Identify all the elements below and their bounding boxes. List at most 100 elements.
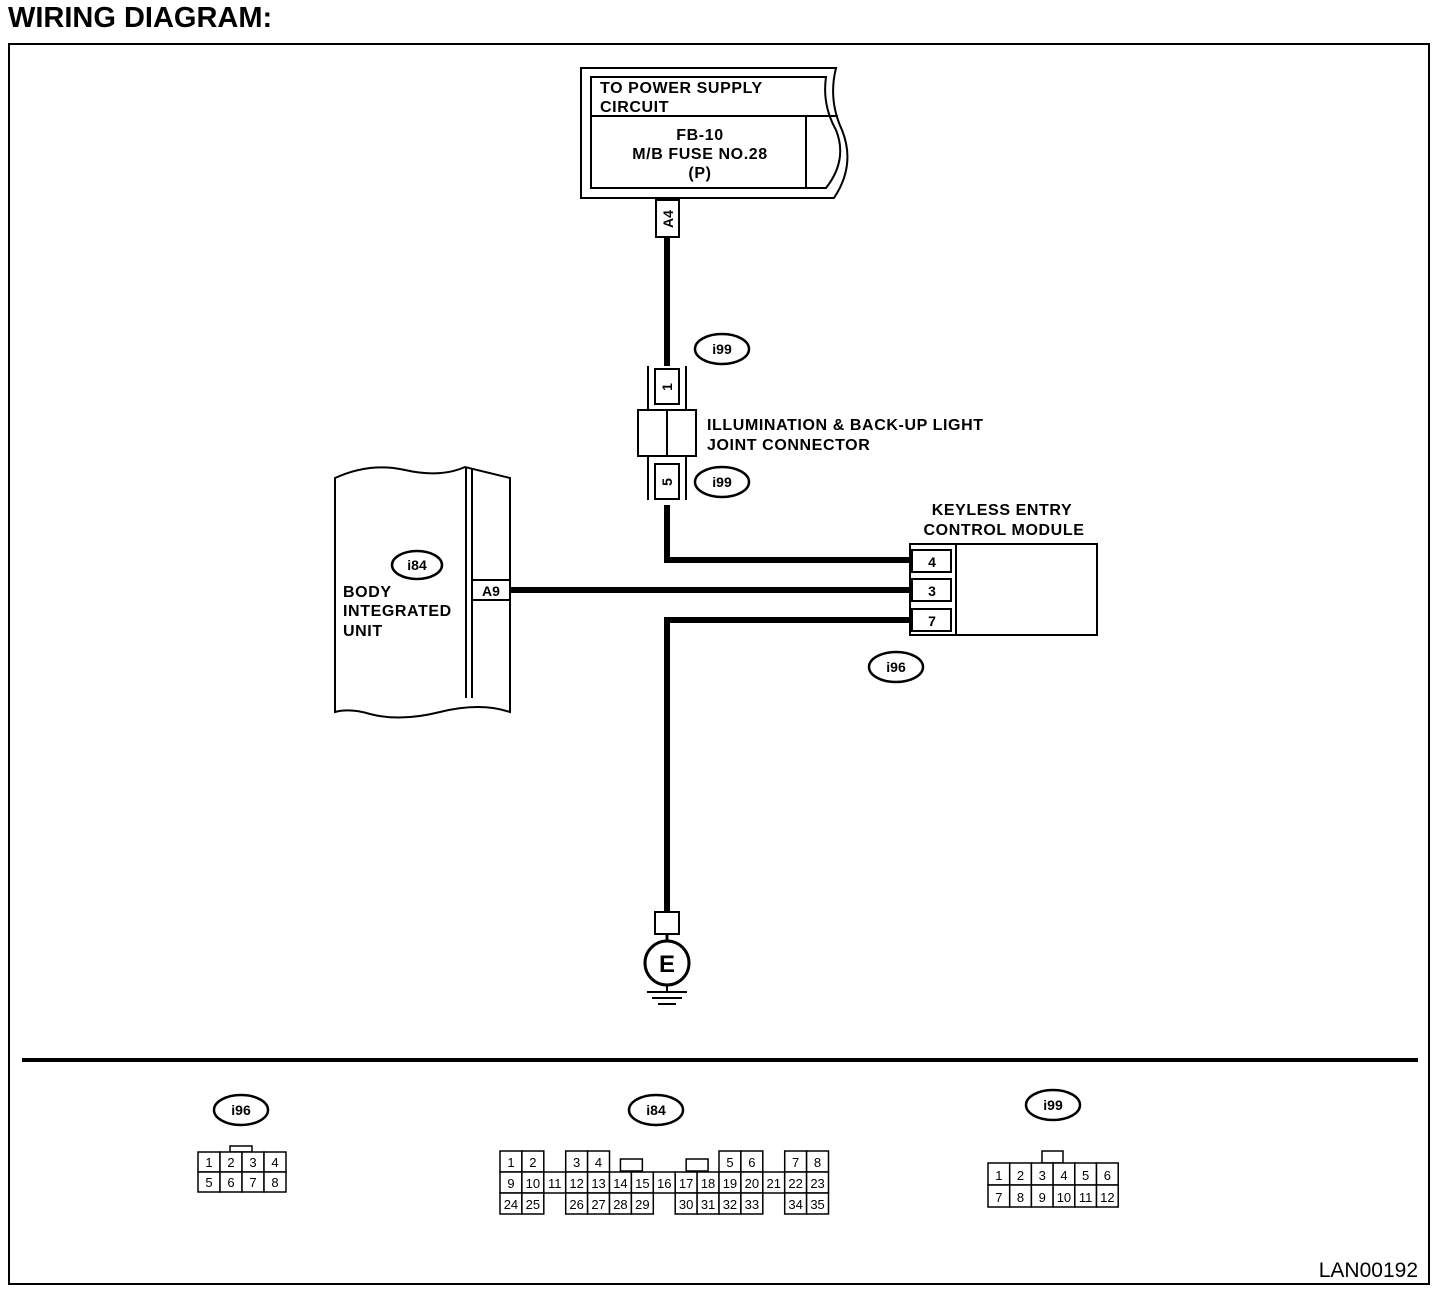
connector-cell-label: 14: [613, 1176, 627, 1191]
keyless-pin-3: [911, 578, 952, 602]
fuse-label-line1: FB-10: [676, 127, 723, 144]
connector-cell-label: 30: [679, 1197, 693, 1212]
connector-cell-label: 31: [701, 1197, 715, 1212]
keyless-pin-3-label: 3: [928, 583, 936, 599]
fuse-label-line3: (P): [688, 165, 711, 182]
keyless-module-ref: i96: [886, 659, 906, 675]
body-unit-label-line3: UNIT: [343, 623, 383, 640]
body-integrated-unit: A9 BODY INTEGRATED UNIT i84: [334, 465, 511, 719]
connector-cell-label: 15: [635, 1176, 649, 1191]
connector-cell: [1095, 1184, 1119, 1208]
connector-cell-label: 10: [526, 1176, 540, 1191]
connector-i84-ref: i84: [646, 1102, 666, 1118]
connector-cell-label: 11: [548, 1176, 562, 1191]
connector-cell: [263, 1171, 287, 1193]
power-supply-header-line2: CIRCUIT: [600, 99, 669, 116]
connector-cell-label: 22: [788, 1176, 802, 1191]
connector-cell: [740, 1192, 764, 1215]
joint-connector-pin-5: [654, 463, 680, 500]
connector-cell-label: 1: [205, 1155, 212, 1170]
connector-cell-label: 7: [792, 1155, 799, 1170]
connector-i99-ref: i99: [1043, 1097, 1063, 1113]
fuse-label-line2: M/B FUSE NO.28: [632, 146, 768, 163]
connector-i99-ref-badge: [1024, 1088, 1082, 1122]
connector-cell-label: 1: [995, 1168, 1002, 1183]
connector-cell-label: 7: [249, 1175, 256, 1190]
joint-connector-ref-bottom: i99: [712, 474, 732, 490]
connector-cell-label: 34: [788, 1197, 802, 1212]
joint-connector-ref-top-badge: [693, 332, 751, 366]
figure-id: LAN00192: [1319, 1259, 1418, 1282]
connector-cell: [805, 1192, 830, 1215]
wires: [510, 237, 912, 912]
keyless-module-label-line2: CONTROL MODULE: [924, 522, 1085, 539]
joint-connector-ref-bottom-badge: [693, 465, 751, 499]
connector-cell-label: 35: [810, 1197, 824, 1212]
connector-cell-label: 2: [1017, 1168, 1024, 1183]
connector-cell-label: 29: [635, 1197, 649, 1212]
connector-i84-ref-badge: [627, 1093, 685, 1127]
connector-cell-label: 9: [1039, 1190, 1046, 1205]
connector-cell-label: 3: [573, 1155, 580, 1170]
connector-i96-ref: i96: [231, 1102, 251, 1118]
connector-cell-label: 17: [679, 1176, 693, 1191]
joint-connector-label-line1: ILLUMINATION & BACK-UP LIGHT: [707, 417, 984, 434]
terminal-a9-label: A9: [482, 583, 500, 599]
connector-cell-label: 3: [249, 1155, 256, 1170]
connector-cell-label: 20: [745, 1176, 759, 1191]
connector-cell-label: 12: [569, 1176, 583, 1191]
joint-connector-pin-1-label: 1: [659, 383, 675, 391]
connector-cell-label: 5: [1082, 1168, 1089, 1183]
terminal-a4-label: A4: [660, 210, 676, 228]
connector-cell-label: 21: [767, 1176, 781, 1191]
joint-connector-pin-5-label: 5: [659, 478, 675, 486]
body-unit-ref-badge: [390, 549, 444, 581]
body-unit-label-line2: INTEGRATED: [343, 603, 452, 620]
keyless-pin-4: [911, 549, 952, 573]
connector-cell-label: 2: [227, 1155, 234, 1170]
connector-cell-label: 7: [995, 1190, 1002, 1205]
connector-cell: [630, 1192, 655, 1215]
joint-connector-label-line2: JOINT CONNECTOR: [707, 437, 870, 454]
keyless-entry-module: KEYLESS ENTRY CONTROL MODULE 4 3 7 i96: [867, 502, 1098, 684]
connector-cell-label: 3: [1039, 1168, 1046, 1183]
connector-cell-label: 8: [1017, 1190, 1024, 1205]
joint-connector-pin-1: [654, 368, 680, 405]
power-supply-header-line1: TO POWER SUPPLY: [600, 80, 763, 97]
connector-cell-label: 10: [1057, 1190, 1071, 1205]
connector-cell-label: 8: [271, 1175, 278, 1190]
connector-cell-label: 11: [1079, 1190, 1093, 1205]
connector-cell-label: 33: [745, 1197, 759, 1212]
keyless-pin-7-label: 7: [928, 613, 936, 629]
connector-cell-label: 12: [1100, 1190, 1114, 1205]
connector-cell-label: 28: [613, 1197, 627, 1212]
connector-cell-label: 1: [507, 1155, 514, 1170]
keyless-pin-4-label: 4: [928, 554, 936, 570]
connector-cell-label: 16: [657, 1176, 671, 1191]
diagram-frame: [8, 43, 1430, 1285]
connector-cell-label: 27: [591, 1197, 605, 1212]
joint-connector: 1 5 ILLUMINATION & BACK-UP LIGHT JOINT C…: [637, 332, 984, 500]
keyless-module-ref-badge: [867, 650, 925, 684]
ground-symbol: E: [643, 911, 691, 1005]
connector-cell-label: 9: [507, 1176, 514, 1191]
body-unit-ref: i84: [407, 557, 427, 573]
connector-cell-label: 26: [569, 1197, 583, 1212]
connector-cell-label: 8: [814, 1155, 821, 1170]
connector-cell-label: 6: [227, 1175, 234, 1190]
wire-joint-to-keyless-pin4: [664, 505, 912, 563]
joint-connector-ref-top: i99: [712, 341, 732, 357]
connector-cell-label: 24: [504, 1197, 518, 1212]
connector-cell-label: 2: [529, 1155, 536, 1170]
connector-cell: [521, 1192, 545, 1215]
connector-cell-label: 25: [526, 1197, 540, 1212]
wire-keyless-pin7-to-ground: [664, 617, 912, 912]
connector-cell-label: 5: [726, 1155, 733, 1170]
page-title: WIRING DIAGRAM:: [8, 2, 272, 34]
connector-cell-label: 4: [1060, 1168, 1067, 1183]
connector-cell-label: 23: [810, 1176, 824, 1191]
power-supply-block: TO POWER SUPPLY CIRCUIT FB-10 M/B FUSE N…: [580, 67, 849, 238]
